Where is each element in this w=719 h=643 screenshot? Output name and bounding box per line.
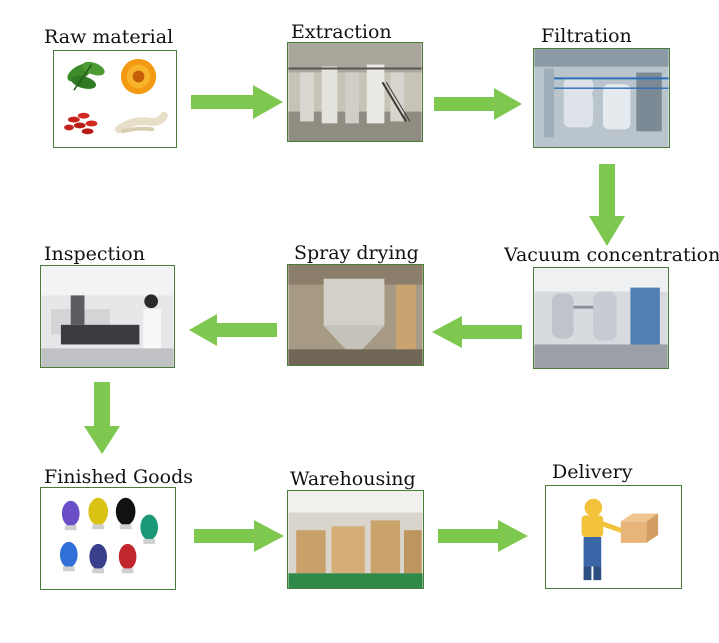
root-icon bbox=[114, 111, 168, 134]
inspection-image bbox=[40, 265, 175, 368]
arrow-left-1 bbox=[189, 314, 277, 346]
arrow-right-4 bbox=[438, 520, 528, 552]
berries-icon bbox=[64, 112, 98, 135]
step-label-spray-drying: Spray drying bbox=[294, 242, 419, 264]
arrow-down-2 bbox=[84, 382, 120, 454]
step-label-raw-material: Raw material bbox=[44, 26, 174, 48]
warehousing-image bbox=[287, 490, 424, 589]
arrow-right-2 bbox=[434, 88, 522, 120]
box-icon bbox=[620, 513, 659, 543]
vacuum-concentration-image bbox=[533, 267, 669, 369]
filtration-image bbox=[533, 48, 670, 148]
step-label-warehousing: Warehousing bbox=[290, 468, 416, 490]
spray-drying-image bbox=[287, 264, 424, 366]
delivery-image bbox=[545, 485, 682, 589]
step-label-vacuum-concentration: Vacuum concentration bbox=[504, 246, 719, 265]
finished-goods-image bbox=[40, 487, 176, 590]
arrow-down-1 bbox=[589, 164, 625, 246]
raw-material-image bbox=[53, 50, 177, 148]
leaf-icon bbox=[67, 61, 105, 91]
step-label-filtration: Filtration bbox=[541, 25, 632, 47]
arrow-left-2 bbox=[432, 316, 522, 348]
powder-bottles-icon bbox=[59, 497, 159, 574]
step-label-delivery: Delivery bbox=[552, 461, 633, 483]
step-label-inspection: Inspection bbox=[44, 243, 145, 265]
arrow-right-3 bbox=[194, 520, 284, 552]
flower-icon bbox=[120, 58, 157, 95]
step-label-finished-goods: Finished Goods bbox=[44, 466, 193, 488]
delivery-worker-icon bbox=[581, 498, 624, 581]
arrow-right-1 bbox=[191, 85, 283, 119]
extraction-image bbox=[287, 42, 423, 142]
step-label-extraction: Extraction bbox=[291, 21, 392, 43]
